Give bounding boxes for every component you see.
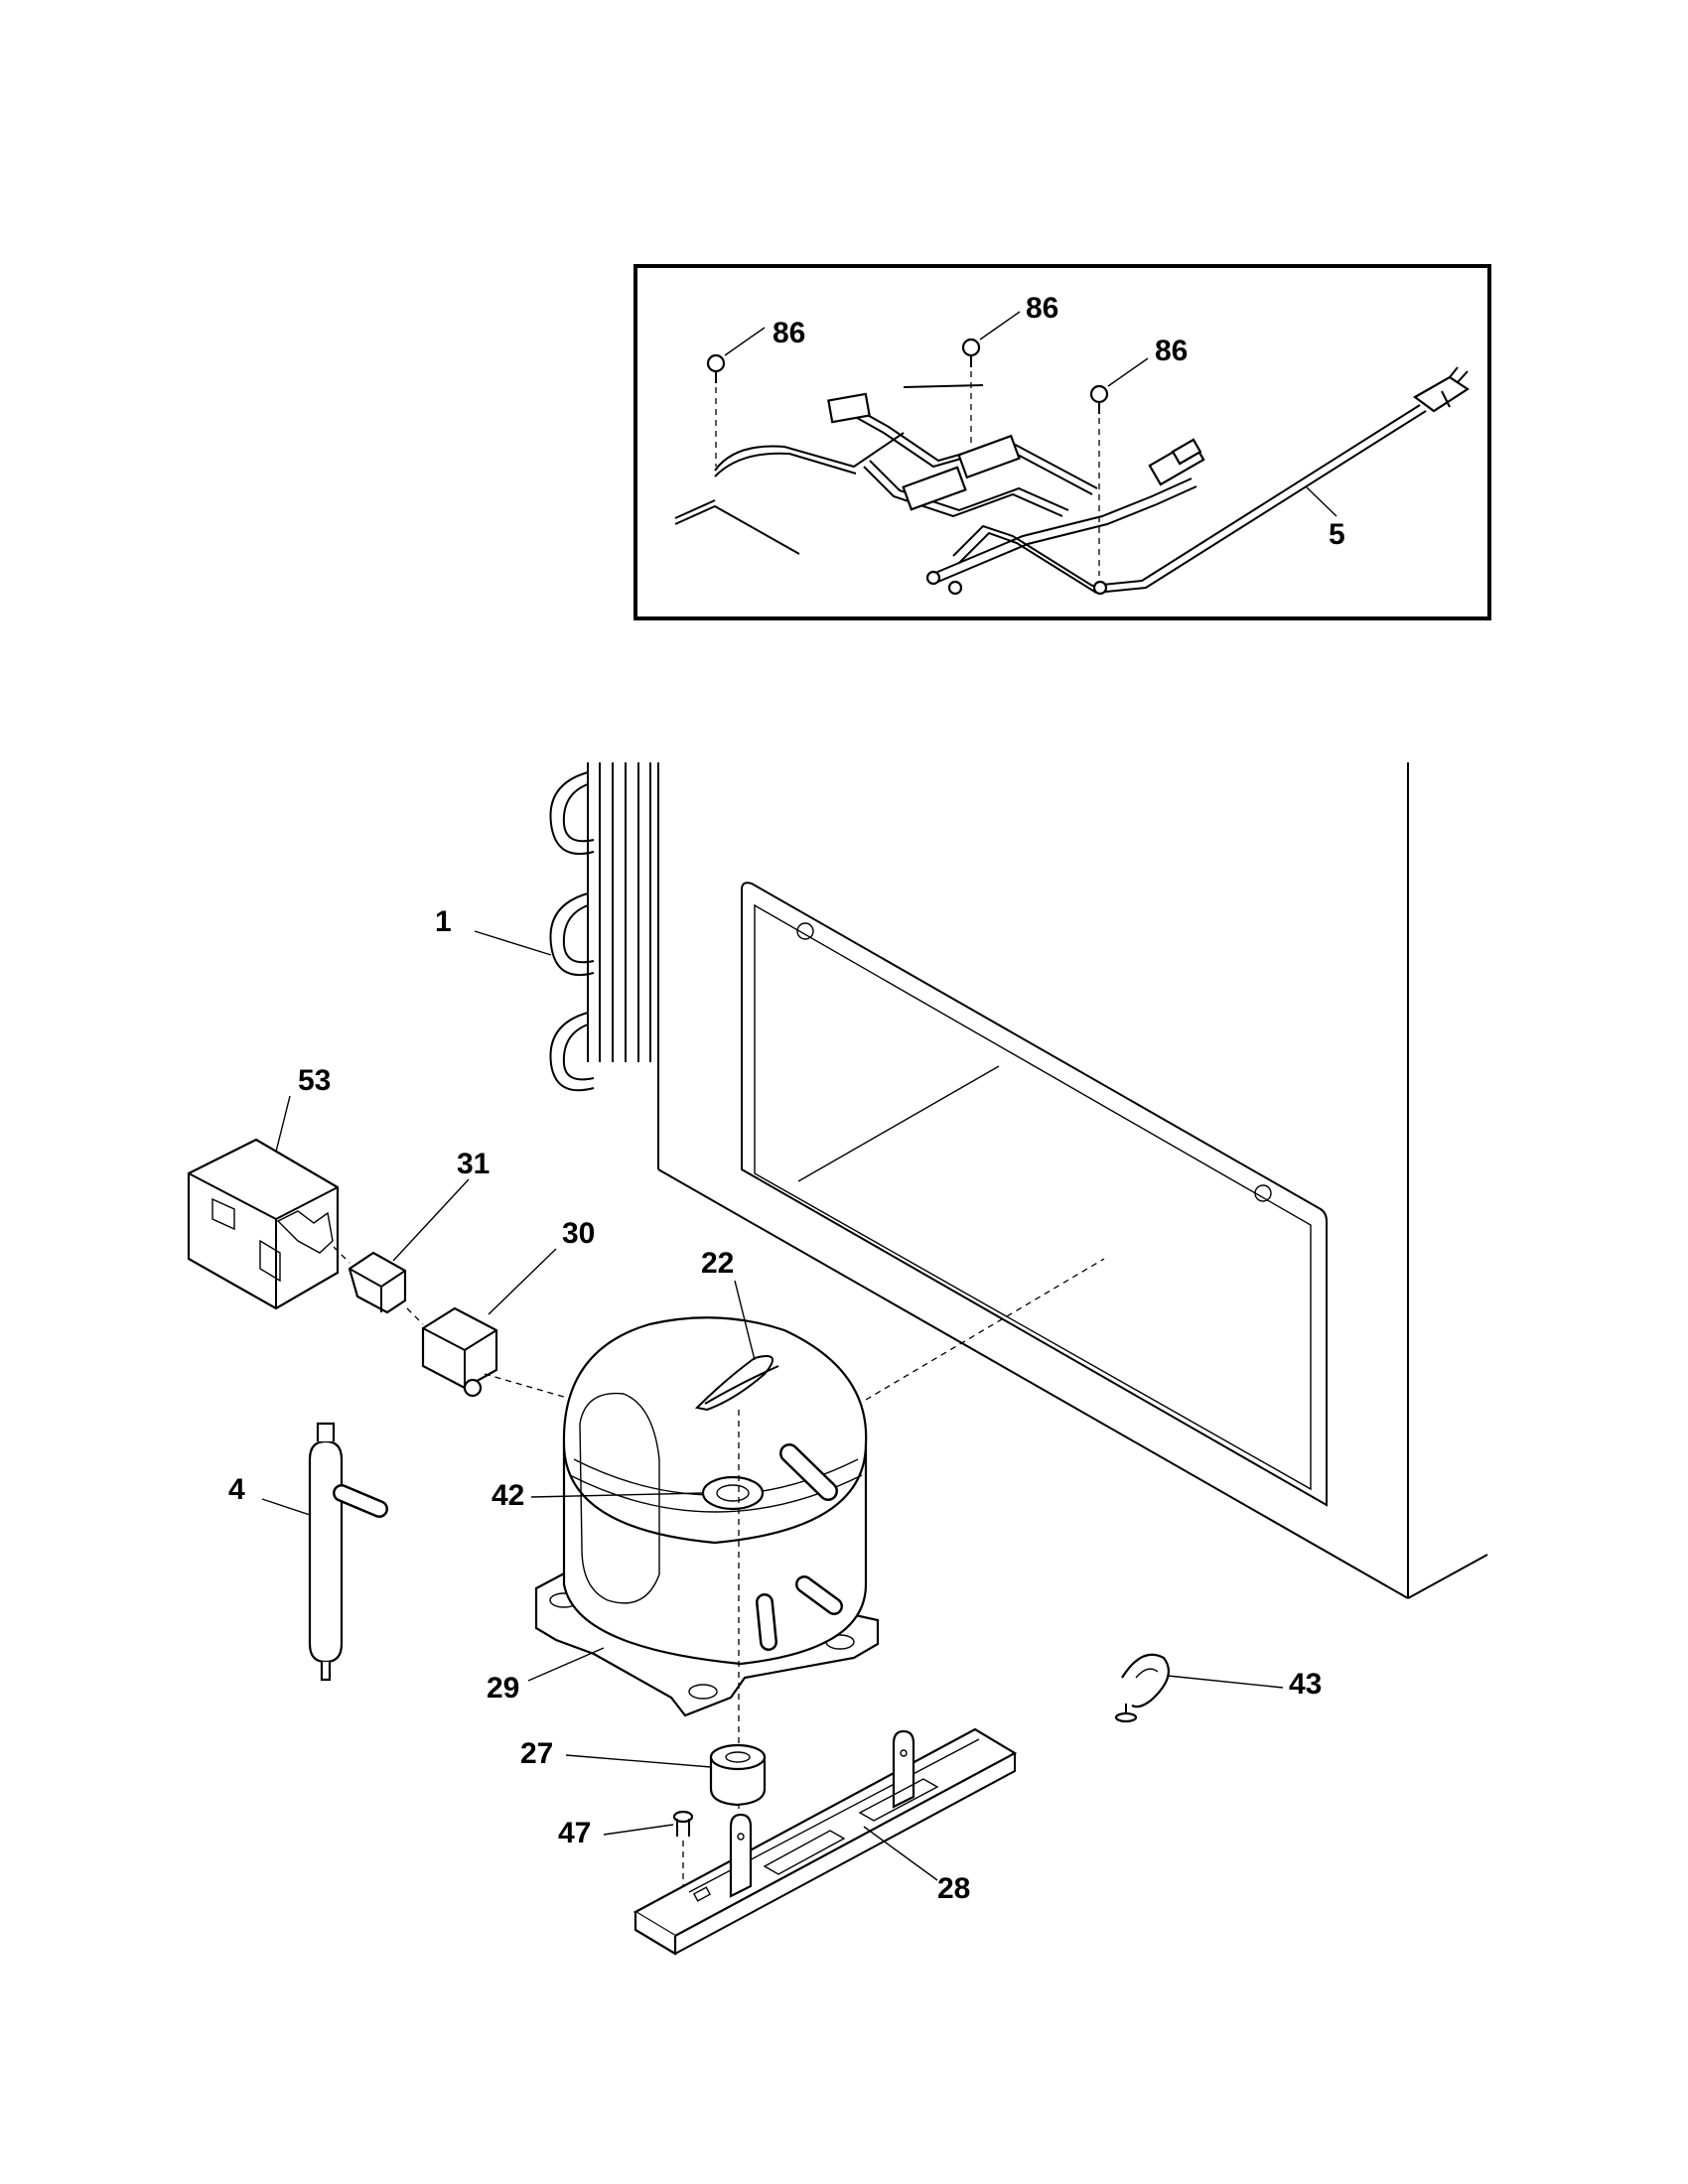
start-relay [406, 1248, 575, 1401]
condenser-coil [474, 762, 651, 1092]
overload-protector [333, 1178, 470, 1314]
callout-29: 29 [487, 1672, 519, 1705]
wiring-harness-inset: 86 86 86 5 [633, 264, 1491, 620]
callout-86-middle: 86 [1026, 292, 1058, 325]
callout-53: 53 [298, 1064, 331, 1097]
callout-4: 4 [228, 1473, 245, 1506]
callout-28: 28 [937, 1872, 970, 1905]
callout-86-right: 86 [1155, 335, 1188, 367]
callout-42: 42 [492, 1479, 524, 1512]
power-cord-harness [674, 366, 1471, 596]
terminal-cover [187, 1095, 340, 1310]
compressor-mounting-rail [633, 1727, 1018, 1956]
compressor [527, 1258, 1105, 1817]
callout-31: 31 [457, 1148, 490, 1180]
callout-1: 1 [435, 905, 452, 938]
tube-clamp [1114, 1653, 1284, 1723]
filter-drier [261, 1422, 388, 1682]
screw-86-middle [961, 311, 1021, 447]
inset-frame [633, 264, 1491, 620]
callout-43: 43 [1289, 1668, 1322, 1701]
callout-47: 47 [558, 1817, 591, 1849]
mounting-screw [603, 1810, 694, 1906]
callout-86-left: 86 [773, 317, 805, 349]
callout-5: 5 [1329, 518, 1345, 551]
cabinet-back [657, 762, 1488, 1599]
callout-22: 22 [701, 1247, 734, 1280]
screw-86-right [1089, 357, 1149, 576]
screw-86-left [706, 327, 766, 467]
rubber-grommet [565, 1743, 767, 1807]
callout-30: 30 [562, 1217, 595, 1250]
callout-27: 27 [520, 1737, 553, 1770]
